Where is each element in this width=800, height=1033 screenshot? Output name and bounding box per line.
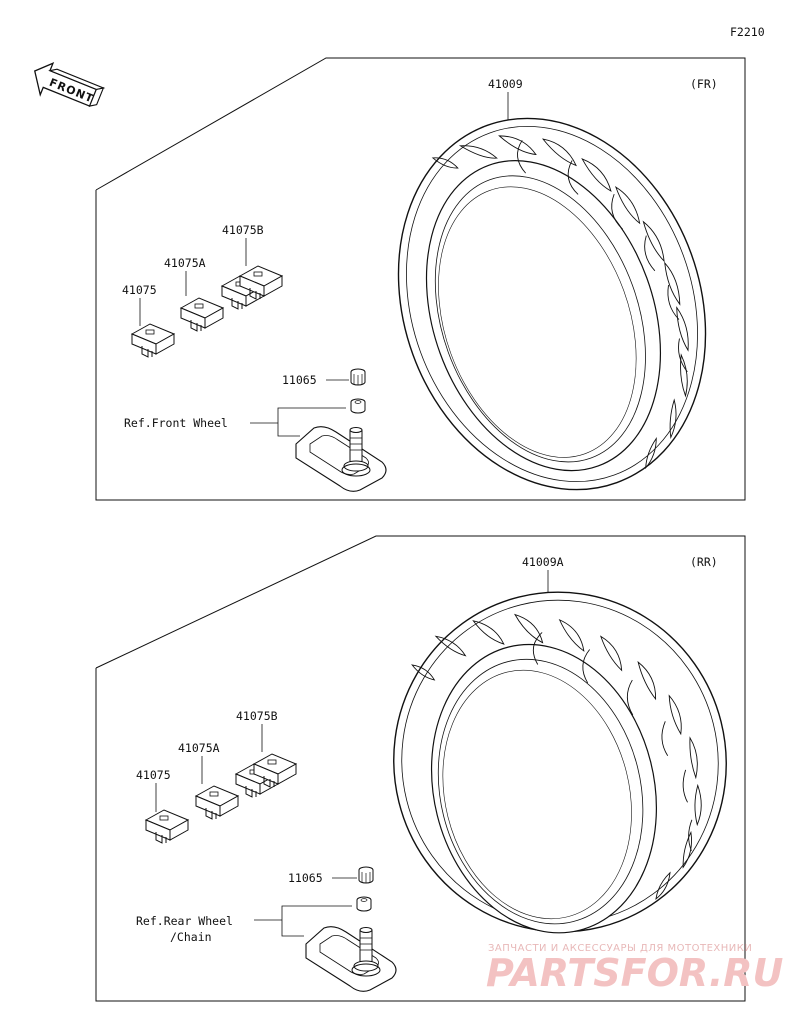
front-arrow-icon: FRONT xyxy=(33,62,106,107)
front-valve-stem xyxy=(295,426,387,492)
front-weight-part-3: 41075B xyxy=(222,223,264,237)
front-weight-part-1: 41075 xyxy=(122,283,157,297)
rear-weight-2 xyxy=(195,785,239,820)
front-weight-2 xyxy=(180,297,224,332)
rear-valve-stem xyxy=(305,926,397,992)
front-valve-cap xyxy=(350,368,366,386)
rear-tire xyxy=(393,591,727,934)
rear-weight-3 xyxy=(236,754,296,797)
front-tire-part-number: 41009 xyxy=(488,77,523,91)
watermark-logo: PARTSFOR.RU xyxy=(486,951,784,995)
rear-ref-label-line2: /Chain xyxy=(170,930,212,944)
watermark-tagline: ЗАПЧАСТИ И АКСЕССУАРЫ ДЛЯ МОТОТЕХНИКИ xyxy=(488,943,752,954)
front-valve-cap-part-number: 11065 xyxy=(282,373,317,387)
rear-weight-part-2: 41075A xyxy=(178,741,220,755)
rear-section: (RR) 41009A xyxy=(95,535,746,1002)
rear-weight-part-3: 41075B xyxy=(236,709,278,723)
rear-ref-label-line1: Ref.Rear Wheel xyxy=(136,914,233,928)
front-weight-part-2: 41075A xyxy=(164,256,206,270)
front-weight-3 xyxy=(222,266,282,309)
front-frame xyxy=(95,57,746,501)
front-weight-1 xyxy=(131,323,175,358)
front-position-label: (FR) xyxy=(690,77,718,91)
rear-valve-nut xyxy=(356,896,372,912)
rear-valve-cap xyxy=(358,866,374,884)
rear-position-label: (RR) xyxy=(690,555,718,569)
front-tire xyxy=(397,117,707,491)
rear-weight-1 xyxy=(145,809,189,844)
front-section: (FR) 41009 xyxy=(95,57,746,501)
rear-weight-part-1: 41075 xyxy=(136,768,171,782)
front-valve-nut xyxy=(350,398,366,414)
figure-code: F2210 xyxy=(730,25,765,39)
rear-valve-cap-part-number: 11065 xyxy=(288,871,323,885)
rear-frame xyxy=(95,535,746,1002)
rear-tire-part-number: 41009A xyxy=(522,555,564,569)
front-ref-label: Ref.Front Wheel xyxy=(124,416,228,430)
